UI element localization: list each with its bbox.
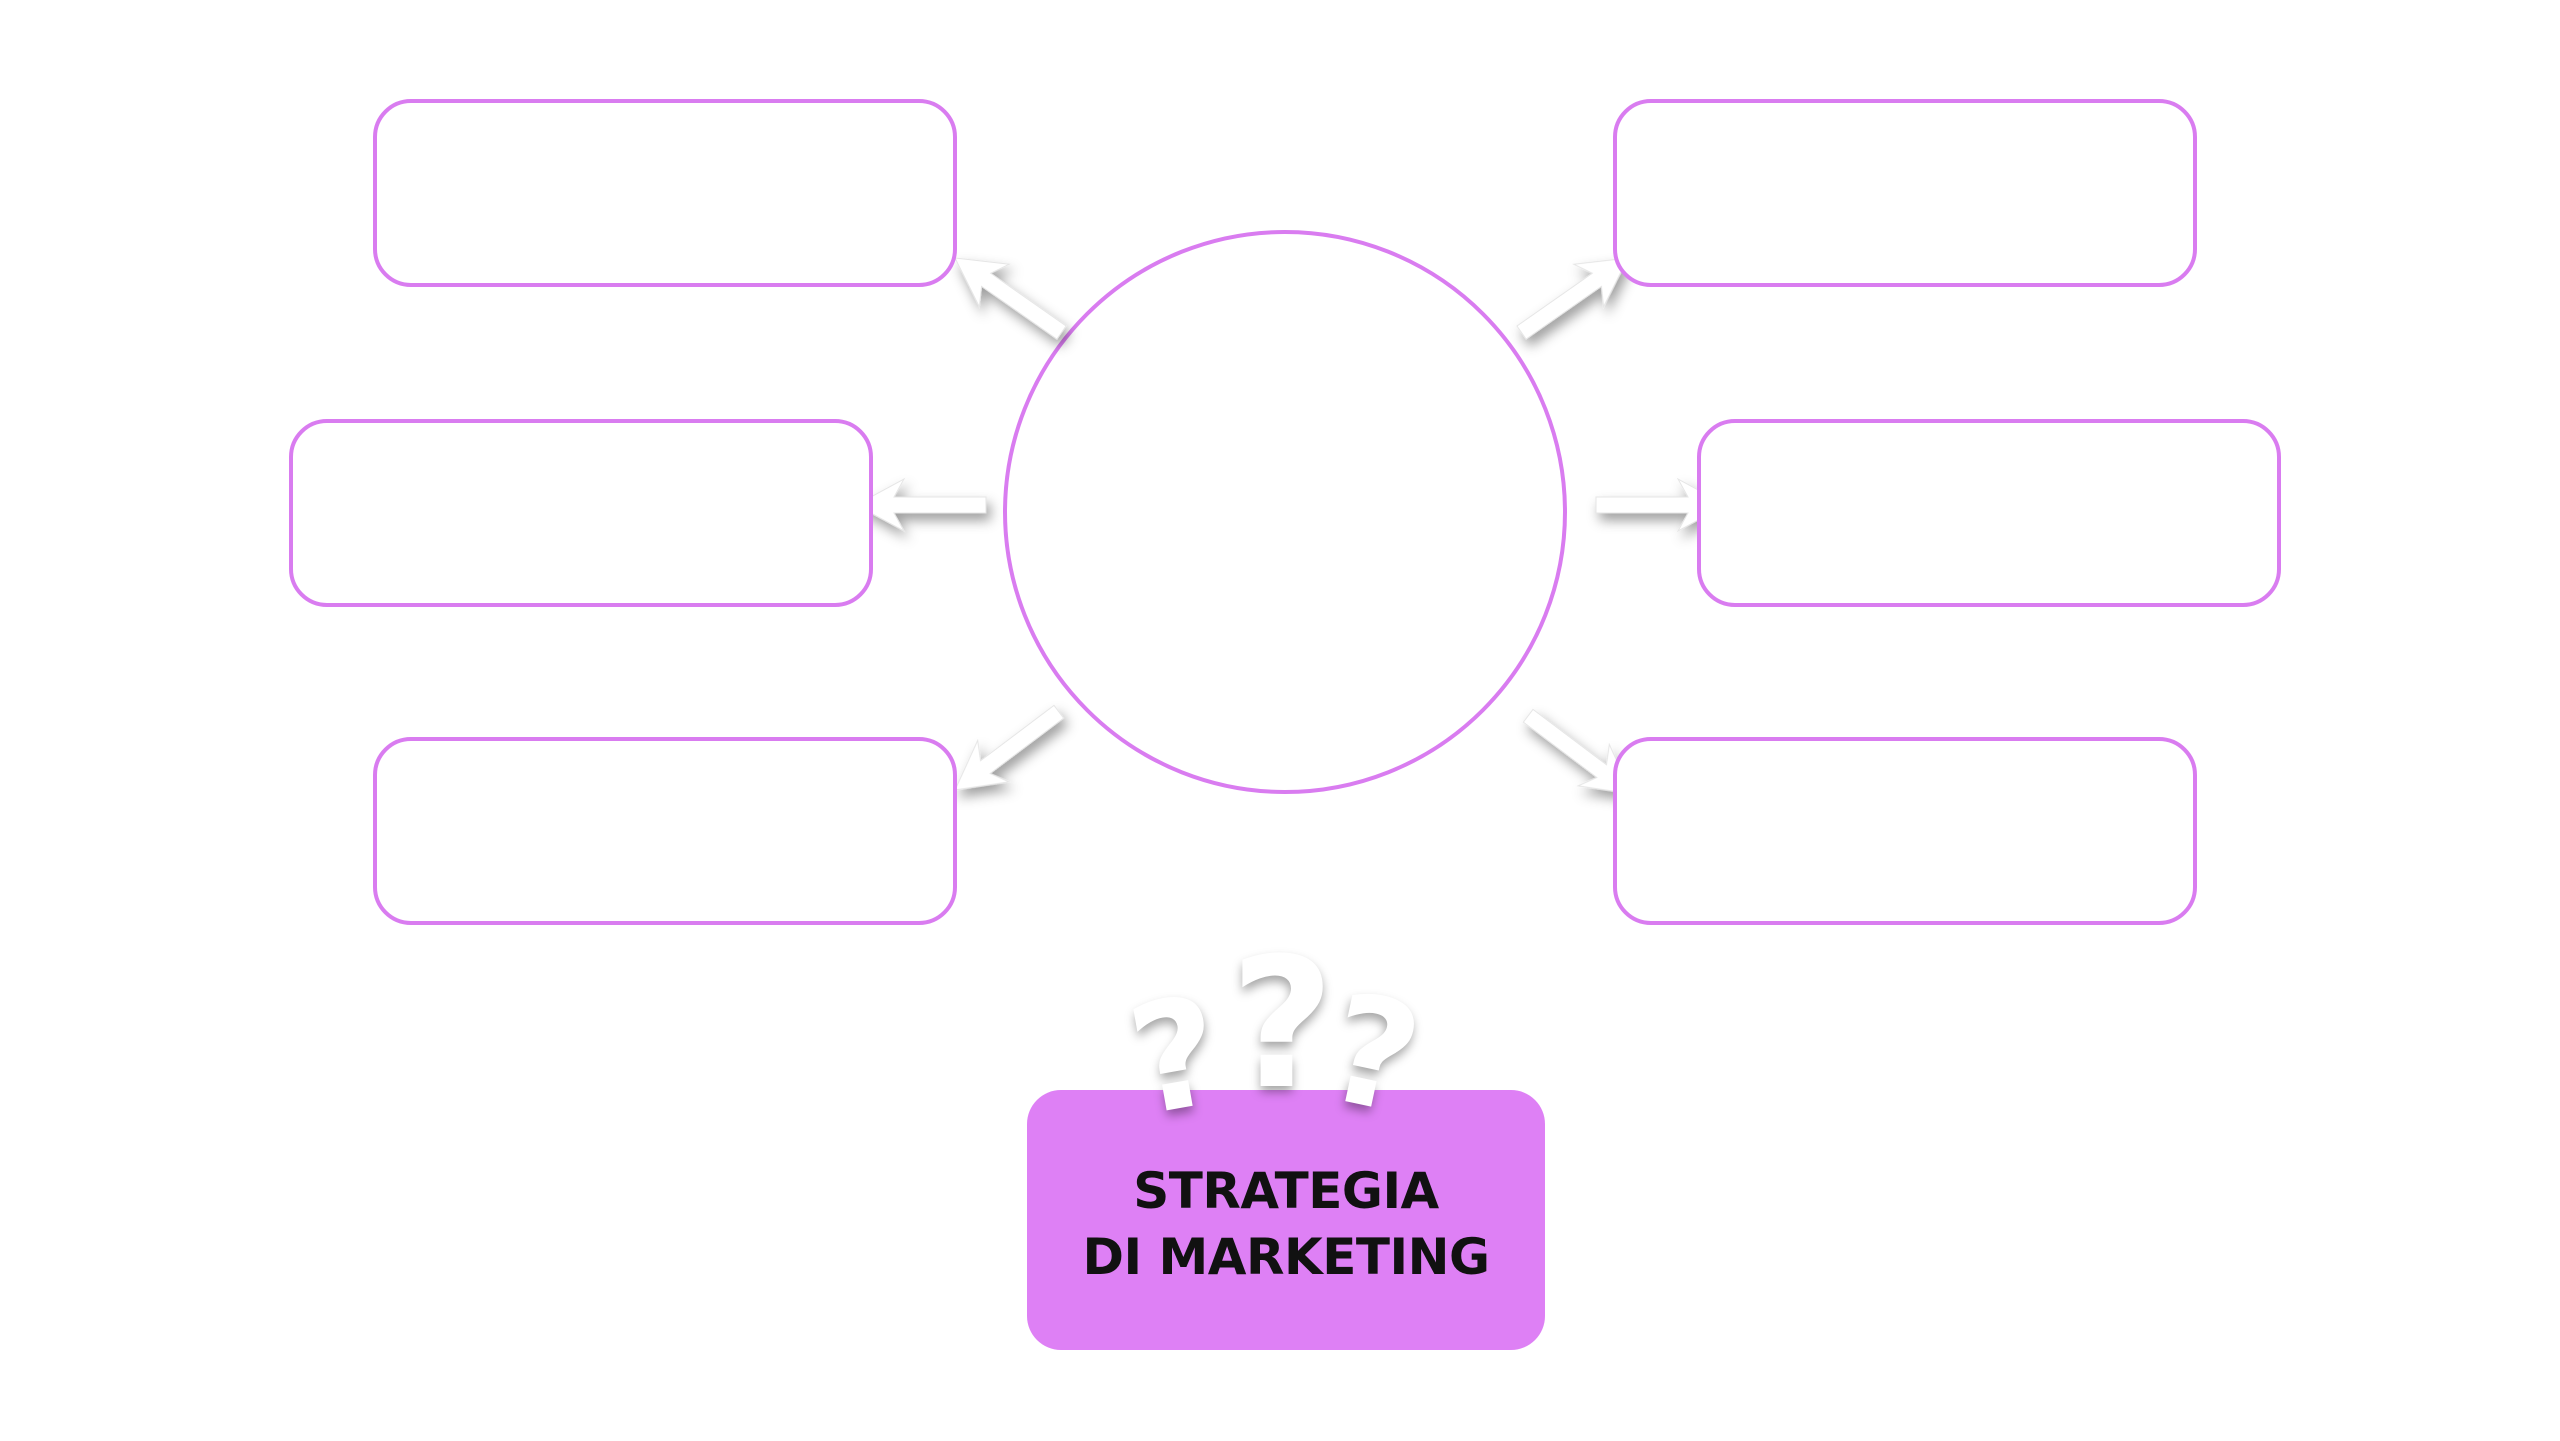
node-box-middle-left xyxy=(289,419,873,607)
node-box-bottom-right xyxy=(1613,737,2197,925)
node-box-top-right xyxy=(1613,99,2197,287)
arrow-up-left xyxy=(939,236,1077,355)
node-box-top-left xyxy=(373,99,957,287)
arrow-left xyxy=(855,478,987,532)
title-box: STRATEGIA DI MARKETING xyxy=(1027,1090,1545,1350)
question-marks-decoration: ? ? ? xyxy=(1118,920,1460,1150)
title-line-2: DI MARKETING xyxy=(1082,1228,1490,1286)
question-mark-icon: ? xyxy=(1117,963,1234,1151)
central-circle xyxy=(1003,230,1567,794)
node-box-middle-right xyxy=(1697,419,2281,607)
arrow-down-left xyxy=(938,690,1075,812)
question-mark-icon: ? xyxy=(1230,920,1335,1129)
title-line-1: STRATEGIA xyxy=(1133,1162,1439,1220)
node-box-bottom-left xyxy=(373,737,957,925)
